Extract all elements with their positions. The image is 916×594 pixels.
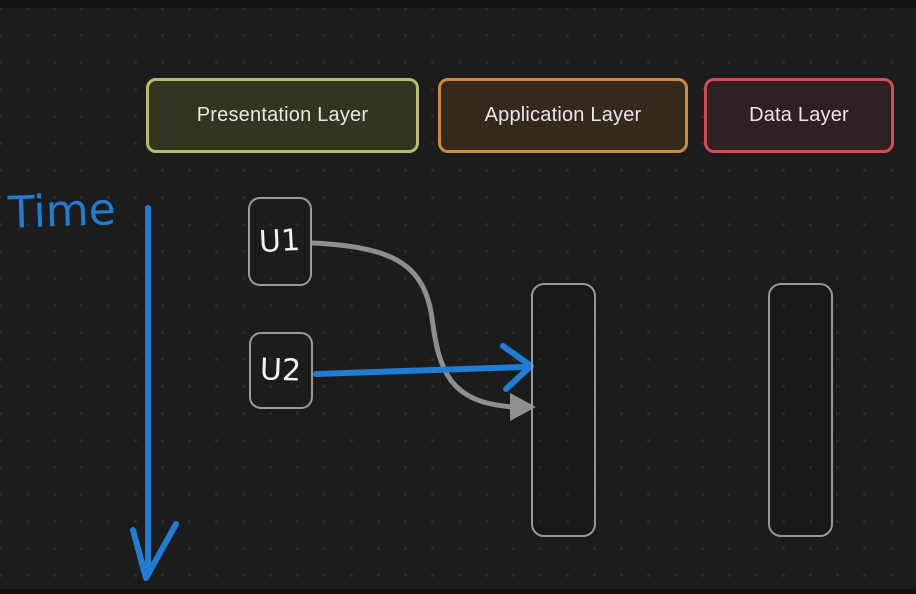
canvas-top-edge: [0, 0, 916, 8]
arrow-u2-to-application[interactable]: [313, 343, 534, 392]
layer-box-application-label: Application Layer: [484, 104, 642, 126]
time-axis-arrowhead-icon: [130, 521, 179, 581]
time-axis-label[interactable]: Time: [7, 184, 117, 239]
layer-box-application[interactable]: Application Layer: [438, 78, 688, 153]
canvas-bottom-edge: [0, 589, 916, 594]
arrow-u2-shaft: [313, 364, 526, 377]
lifeline-application[interactable]: [531, 283, 596, 537]
node-u1-label: U1: [258, 222, 302, 261]
time-axis-arrow[interactable]: [130, 205, 179, 581]
layer-box-data-label: Data Layer: [749, 104, 849, 126]
layer-box-presentation-label: Presentation Layer: [196, 104, 369, 126]
arrow-u1-shaft: [310, 240, 517, 410]
node-u2[interactable]: U2: [249, 332, 313, 409]
lifeline-data[interactable]: [768, 283, 833, 537]
layer-box-presentation[interactable]: Presentation Layer: [146, 78, 419, 153]
node-u1[interactable]: U1: [248, 197, 312, 286]
arrow-u1-to-application[interactable]: [310, 240, 536, 421]
layer-box-data[interactable]: Data Layer: [704, 78, 894, 153]
node-u2-label: U2: [259, 352, 303, 389]
